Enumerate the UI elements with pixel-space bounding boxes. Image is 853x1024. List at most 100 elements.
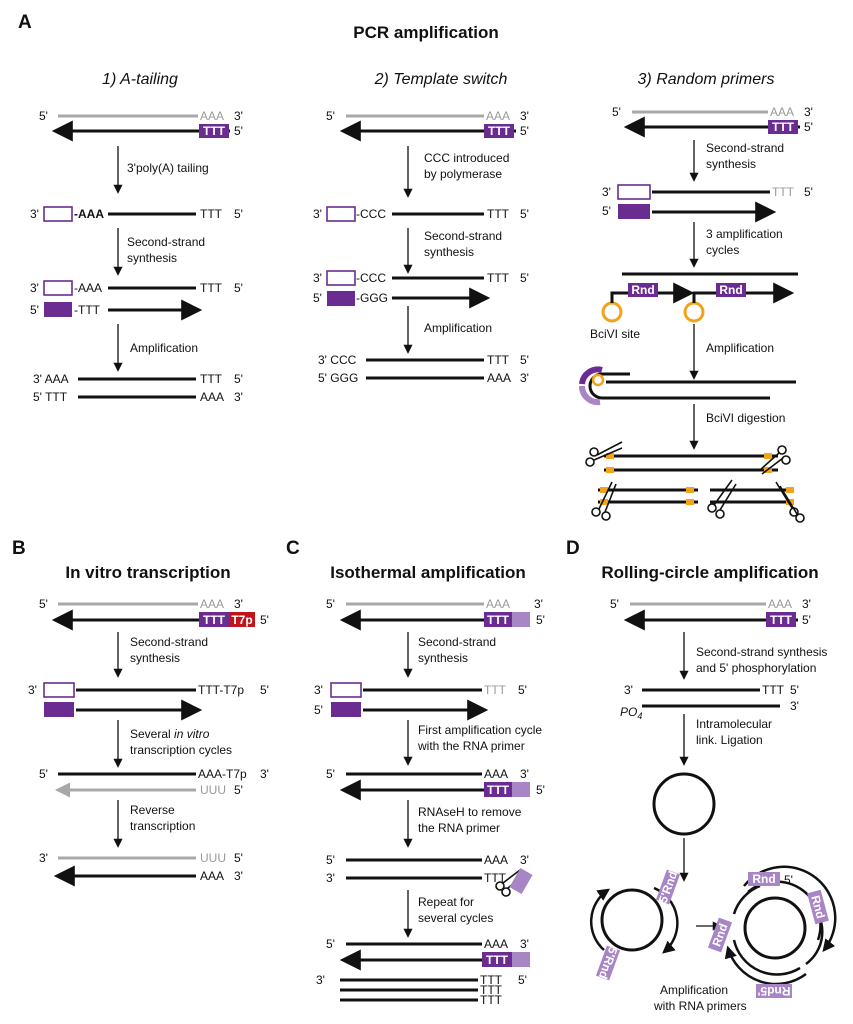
bcivi-site — [764, 453, 772, 459]
bcivi-site — [600, 487, 608, 493]
panel-a-title: PCR amplification — [353, 23, 498, 42]
adapter-arc — [579, 366, 603, 385]
tso-primer — [327, 291, 355, 306]
released-rna-primer — [509, 867, 533, 895]
label-3prime: 3' — [39, 851, 48, 865]
template-switch-title: 2) Template switch — [374, 71, 508, 88]
step-label: cycles — [706, 243, 739, 257]
circular-template — [743, 896, 807, 960]
label-5prime: 5' — [326, 767, 335, 781]
t7-promoter — [229, 612, 255, 627]
label-3prime: 3' — [520, 937, 529, 951]
bcivi-site — [786, 487, 794, 493]
label-5prime: 5' — [39, 597, 48, 611]
seq-ggg: -GGG — [356, 291, 388, 305]
rnd-label: Rnd5' — [757, 984, 790, 998]
hairpin-stem — [610, 291, 624, 303]
rnd-label: 5'Rnd — [656, 869, 680, 905]
panel-d-label: D — [566, 538, 580, 559]
adapter-box — [43, 206, 73, 222]
seq-ttt-t7p: TTT-T7p — [198, 683, 244, 697]
rnd-primer — [756, 984, 792, 998]
label-3prime: 3' — [313, 271, 322, 285]
label-3prime: 3' — [316, 973, 325, 987]
oligo-dt-primer — [484, 124, 514, 138]
step-label: Second-strand — [127, 235, 205, 249]
oligo-dt-primer — [484, 782, 512, 797]
step-label: link. Ligation — [696, 733, 763, 747]
seq-ggg: 5' GGG — [318, 371, 358, 385]
hairpin-stem — [692, 291, 706, 303]
label-3prime: 3' — [520, 371, 529, 385]
seq-aaa: AAA — [484, 767, 508, 781]
seq-ccc: -CCC — [356, 207, 386, 221]
step-label: Amplification — [706, 341, 774, 355]
primer-ttt-label: TTT — [487, 613, 510, 627]
label-5prime: 5' — [326, 937, 335, 951]
label-5prime: 5' — [518, 973, 527, 987]
seq-ttt: -TTT — [74, 303, 101, 317]
label-5prime: 5' — [784, 873, 793, 887]
label-5prime: 5' — [610, 597, 619, 611]
seq-aaa: AAA — [200, 869, 224, 883]
seq-uuu: UUU — [200, 783, 226, 797]
label-3prime: 3' — [802, 597, 811, 611]
a-tailing-title: 1) A-tailing — [102, 71, 178, 88]
label-5prime: 5' — [260, 613, 269, 627]
step-label: by polymerase — [424, 167, 502, 181]
primer-ttt-label: TTT — [487, 783, 510, 797]
t7-promoter-label: T7p — [231, 613, 252, 627]
step-label: Repeat for — [418, 895, 474, 909]
oligo-dt-primer — [768, 120, 798, 134]
step-label: synthesis — [424, 245, 474, 259]
primer-ttt-label: TTT — [203, 613, 226, 627]
seq-ccc: -CCC — [356, 271, 386, 285]
panel-b: B In vitro transcription 5' AAA 3' TTT T… — [12, 538, 269, 887]
bcivi-site — [591, 373, 605, 387]
primer-ttt-label: TTT — [772, 120, 795, 134]
label-3prime: 3' — [28, 683, 37, 697]
step-label: BciVI digestion — [706, 411, 785, 425]
label-5prime: 5' — [314, 703, 323, 717]
bcivi-hairpin — [601, 301, 623, 323]
bcivi-site — [600, 499, 608, 505]
primer-ttt-label: TTT — [486, 953, 509, 967]
panel-c-label: C — [286, 538, 300, 559]
seq-aaa: AAA — [484, 853, 508, 867]
rnd-label: Rnd — [631, 283, 654, 297]
adapter-primer — [331, 702, 361, 717]
step-label: CCC introduced — [424, 151, 509, 165]
label-3prime: 3' — [790, 699, 799, 713]
step-label: 3'poly(A) tailing — [127, 161, 209, 175]
adapter-box — [617, 184, 651, 200]
label-5prime: 5' — [804, 185, 813, 199]
seq-aaa: AAA — [484, 937, 508, 951]
label-5prime: 5' — [260, 683, 269, 697]
label-3prime: 3' — [234, 597, 243, 611]
adapter-arc — [578, 385, 601, 406]
label-3prime: 3' — [314, 683, 323, 697]
seq-ttt: 5' TTT — [33, 390, 68, 404]
label-5prime: 5' — [313, 291, 322, 305]
adapter-box — [43, 682, 75, 698]
label-5prime: 5' — [234, 281, 243, 295]
step-label: Amplification — [660, 983, 728, 997]
panel-b-title: In vitro transcription — [65, 563, 230, 582]
label-5prime: 5' — [39, 109, 48, 123]
adapter-box — [330, 682, 362, 698]
step-label: synthesis — [130, 651, 180, 665]
seq-ttt: TTT — [487, 207, 510, 221]
step-label: Second-strand — [418, 635, 496, 649]
step-label: Several in vitro — [130, 727, 210, 741]
scissors-icon — [707, 479, 737, 519]
seq-aaa: -AAA — [74, 281, 102, 295]
label-3prime: 3' — [520, 109, 529, 123]
label-5prime: 5' — [39, 767, 48, 781]
adapter-box — [43, 280, 73, 296]
rnd-primer — [807, 889, 829, 925]
seq-ccc: 3' CCC — [318, 353, 357, 367]
label-3prime: 3' — [602, 185, 611, 199]
adapter-primer — [44, 302, 72, 317]
poly-a-tail: AAA — [768, 597, 792, 611]
step-label: RNAseH to remove — [418, 805, 522, 819]
